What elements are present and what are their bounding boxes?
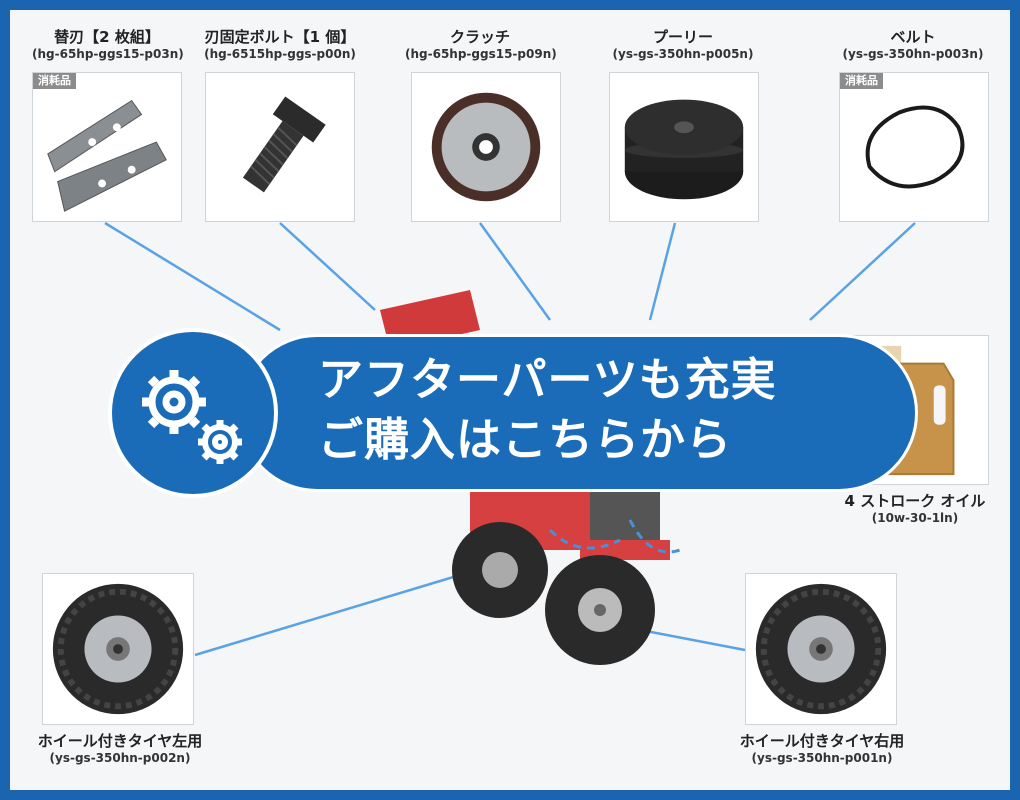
- tire-icon: [52, 583, 184, 715]
- part-bolt-name: 刃固定ボルト【1 個】: [204, 28, 356, 46]
- gear-icon: [142, 370, 206, 434]
- chipper-wheel-right: [545, 555, 655, 665]
- part-pulley-image[interactable]: [609, 72, 759, 222]
- after-parts-banner[interactable]: アフターパーツも充実 ご購入はこちらから: [108, 328, 918, 498]
- part-belt-image[interactable]: 消耗品: [839, 72, 989, 222]
- part-blade-name: 替刃【2 枚組】: [54, 28, 160, 46]
- part-pulley[interactable]: プーリー (ys-gs-350hn-p005n): [608, 28, 758, 62]
- part-pulley-code: (ys-gs-350hn-p005n): [612, 47, 754, 61]
- part-tire-right-image[interactable]: [745, 573, 897, 725]
- clutch-icon: [431, 92, 541, 202]
- part-tire-left-image[interactable]: [42, 573, 194, 725]
- part-clutch[interactable]: クラッチ (hg-65hp-ggs15-p09n): [405, 28, 557, 62]
- bolt-icon: [242, 96, 326, 193]
- consumable-badge: 消耗品: [33, 73, 76, 89]
- belt-icon: [865, 105, 965, 189]
- banner-text[interactable]: アフターパーツも充実 ご購入はこちらから: [318, 350, 777, 470]
- part-blade-image[interactable]: 消耗品: [32, 72, 182, 222]
- part-bolt[interactable]: 刃固定ボルト【1 個】 (hg-6515hp-ggs-p00n): [190, 28, 370, 62]
- part-oil-code: (10w-30-1ln): [871, 511, 959, 525]
- banner-gear-circle: [108, 328, 278, 498]
- part-blade-code: (hg-65hp-ggs15-p03n): [32, 47, 184, 61]
- part-pulley-name: プーリー: [652, 28, 713, 46]
- part-bolt-image[interactable]: [205, 72, 355, 222]
- part-belt-name: ベルト: [890, 28, 936, 46]
- consumable-badge: 消耗品: [840, 73, 883, 89]
- banner-line-2: ご購入はこちらから: [318, 413, 733, 466]
- part-belt-code: (ys-gs-350hn-p003n): [842, 47, 984, 61]
- part-belt[interactable]: ベルト (ys-gs-350hn-p003n): [838, 28, 988, 62]
- banner-pill[interactable]: [238, 334, 918, 492]
- connector-lines: [104, 221, 916, 657]
- blade-icon: [47, 99, 167, 212]
- part-oil[interactable]: 4 ストローク オイル (10w-30-1ln): [830, 492, 1000, 526]
- part-tire-right[interactable]: ホイール付きタイヤ右用 (ys-gs-350hn-p001n): [722, 732, 922, 766]
- part-clutch-code: (hg-65hp-ggs15-p09n): [405, 47, 557, 61]
- pulley-icon: [624, 99, 744, 200]
- part-clutch-image[interactable]: [411, 72, 561, 222]
- gear-small-icon: [198, 420, 242, 464]
- part-tire-left-code: (ys-gs-350hn-p002n): [49, 751, 191, 765]
- part-blade[interactable]: 替刃【2 枚組】 (hg-65hp-ggs15-p03n): [32, 28, 184, 62]
- part-tire-left-name: ホイール付きタイヤ左用: [37, 732, 203, 750]
- part-tire-left[interactable]: ホイール付きタイヤ左用 (ys-gs-350hn-p002n): [20, 732, 220, 766]
- banner-line-1: アフターパーツも充実: [318, 353, 777, 406]
- chipper-wheel-left: [452, 522, 548, 618]
- part-tire-right-code: (ys-gs-350hn-p001n): [751, 751, 893, 765]
- part-tire-right-name: ホイール付きタイヤ右用: [739, 732, 905, 750]
- tire-icon: [755, 583, 887, 715]
- part-oil-name: 4 ストローク オイル: [844, 492, 986, 510]
- part-bolt-code: (hg-6515hp-ggs-p00n): [204, 47, 356, 61]
- part-clutch-name: クラッチ: [449, 28, 510, 46]
